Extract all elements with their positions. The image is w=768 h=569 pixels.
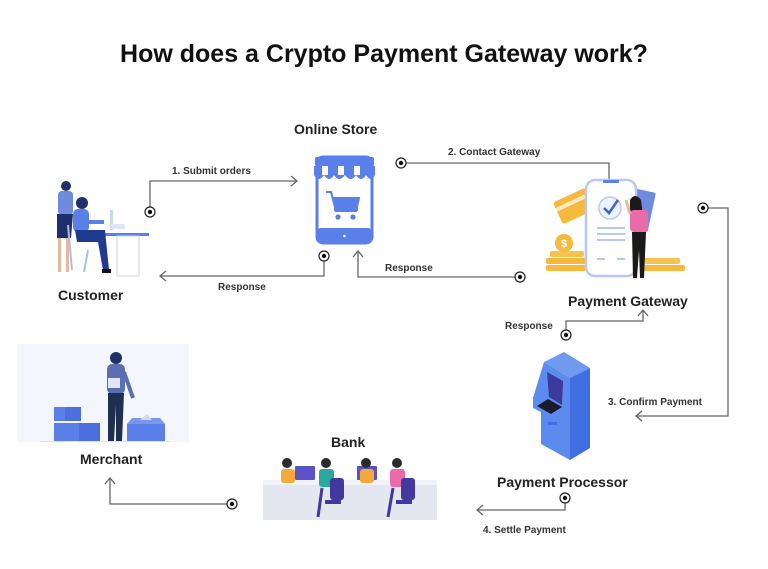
connector-start-dot — [514, 271, 526, 283]
edge-label-confirm-payment: 3. Confirm Payment — [608, 397, 702, 408]
diagram-title: How does a Crypto Payment Gateway work? — [120, 40, 648, 68]
arrowhead-response-store — [352, 249, 364, 258]
connector-settle-payment — [477, 498, 566, 511]
arrowhead-response-gateway — [637, 308, 649, 317]
merchant-illustration — [17, 344, 189, 442]
online-store-label: Online Store — [294, 121, 378, 137]
edge-label-response-gateway: Response — [505, 321, 553, 332]
connector-confirm-payment — [636, 207, 729, 417]
connector-start-dot — [395, 157, 407, 169]
connector-bank-merchant — [109, 478, 232, 505]
edge-label-response-store: Response — [385, 263, 433, 274]
payment-processor-illustration — [533, 352, 590, 460]
arrowhead-confirm-payment — [634, 410, 643, 422]
connector-start-dot — [226, 498, 238, 510]
payment-gateway-label: Payment Gateway — [568, 293, 688, 309]
connector-start-dot — [560, 329, 572, 341]
customer-label: Customer — [58, 287, 124, 303]
payment-processor-label: Payment Processor — [497, 474, 628, 490]
connector-submit-orders — [149, 180, 297, 212]
arrowhead-bank-merchant — [104, 476, 116, 485]
connector-start-dot — [144, 206, 156, 218]
connector-start-dot — [697, 202, 709, 214]
connector-response-store — [357, 251, 520, 278]
payment-gateway-illustration: $ — [546, 178, 685, 278]
arrowhead-submit-orders — [290, 175, 299, 187]
merchant-label: Merchant — [80, 451, 143, 467]
bank-label: Bank — [331, 434, 366, 450]
arrowhead-response-customer — [158, 270, 167, 282]
bank-illustration — [263, 458, 437, 520]
connector-start-dot — [559, 492, 571, 504]
arrowhead-settle-payment — [475, 504, 484, 516]
connector-response-gateway — [565, 310, 644, 335]
customer-illustration — [57, 181, 149, 277]
online-store-icon — [314, 155, 375, 245]
connector-response-customer — [160, 256, 325, 277]
edge-label-settle-payment: 4. Settle Payment — [483, 525, 566, 536]
svg-text:$: $ — [561, 238, 567, 250]
edge-label-response-customer: Response — [218, 282, 266, 293]
connector-start-dot — [318, 250, 330, 262]
edge-label-contact-gateway: 2. Contact Gateway — [448, 147, 541, 158]
connector-contact-gateway — [401, 162, 610, 180]
edge-label-submit-orders: 1. Submit orders — [172, 166, 251, 177]
